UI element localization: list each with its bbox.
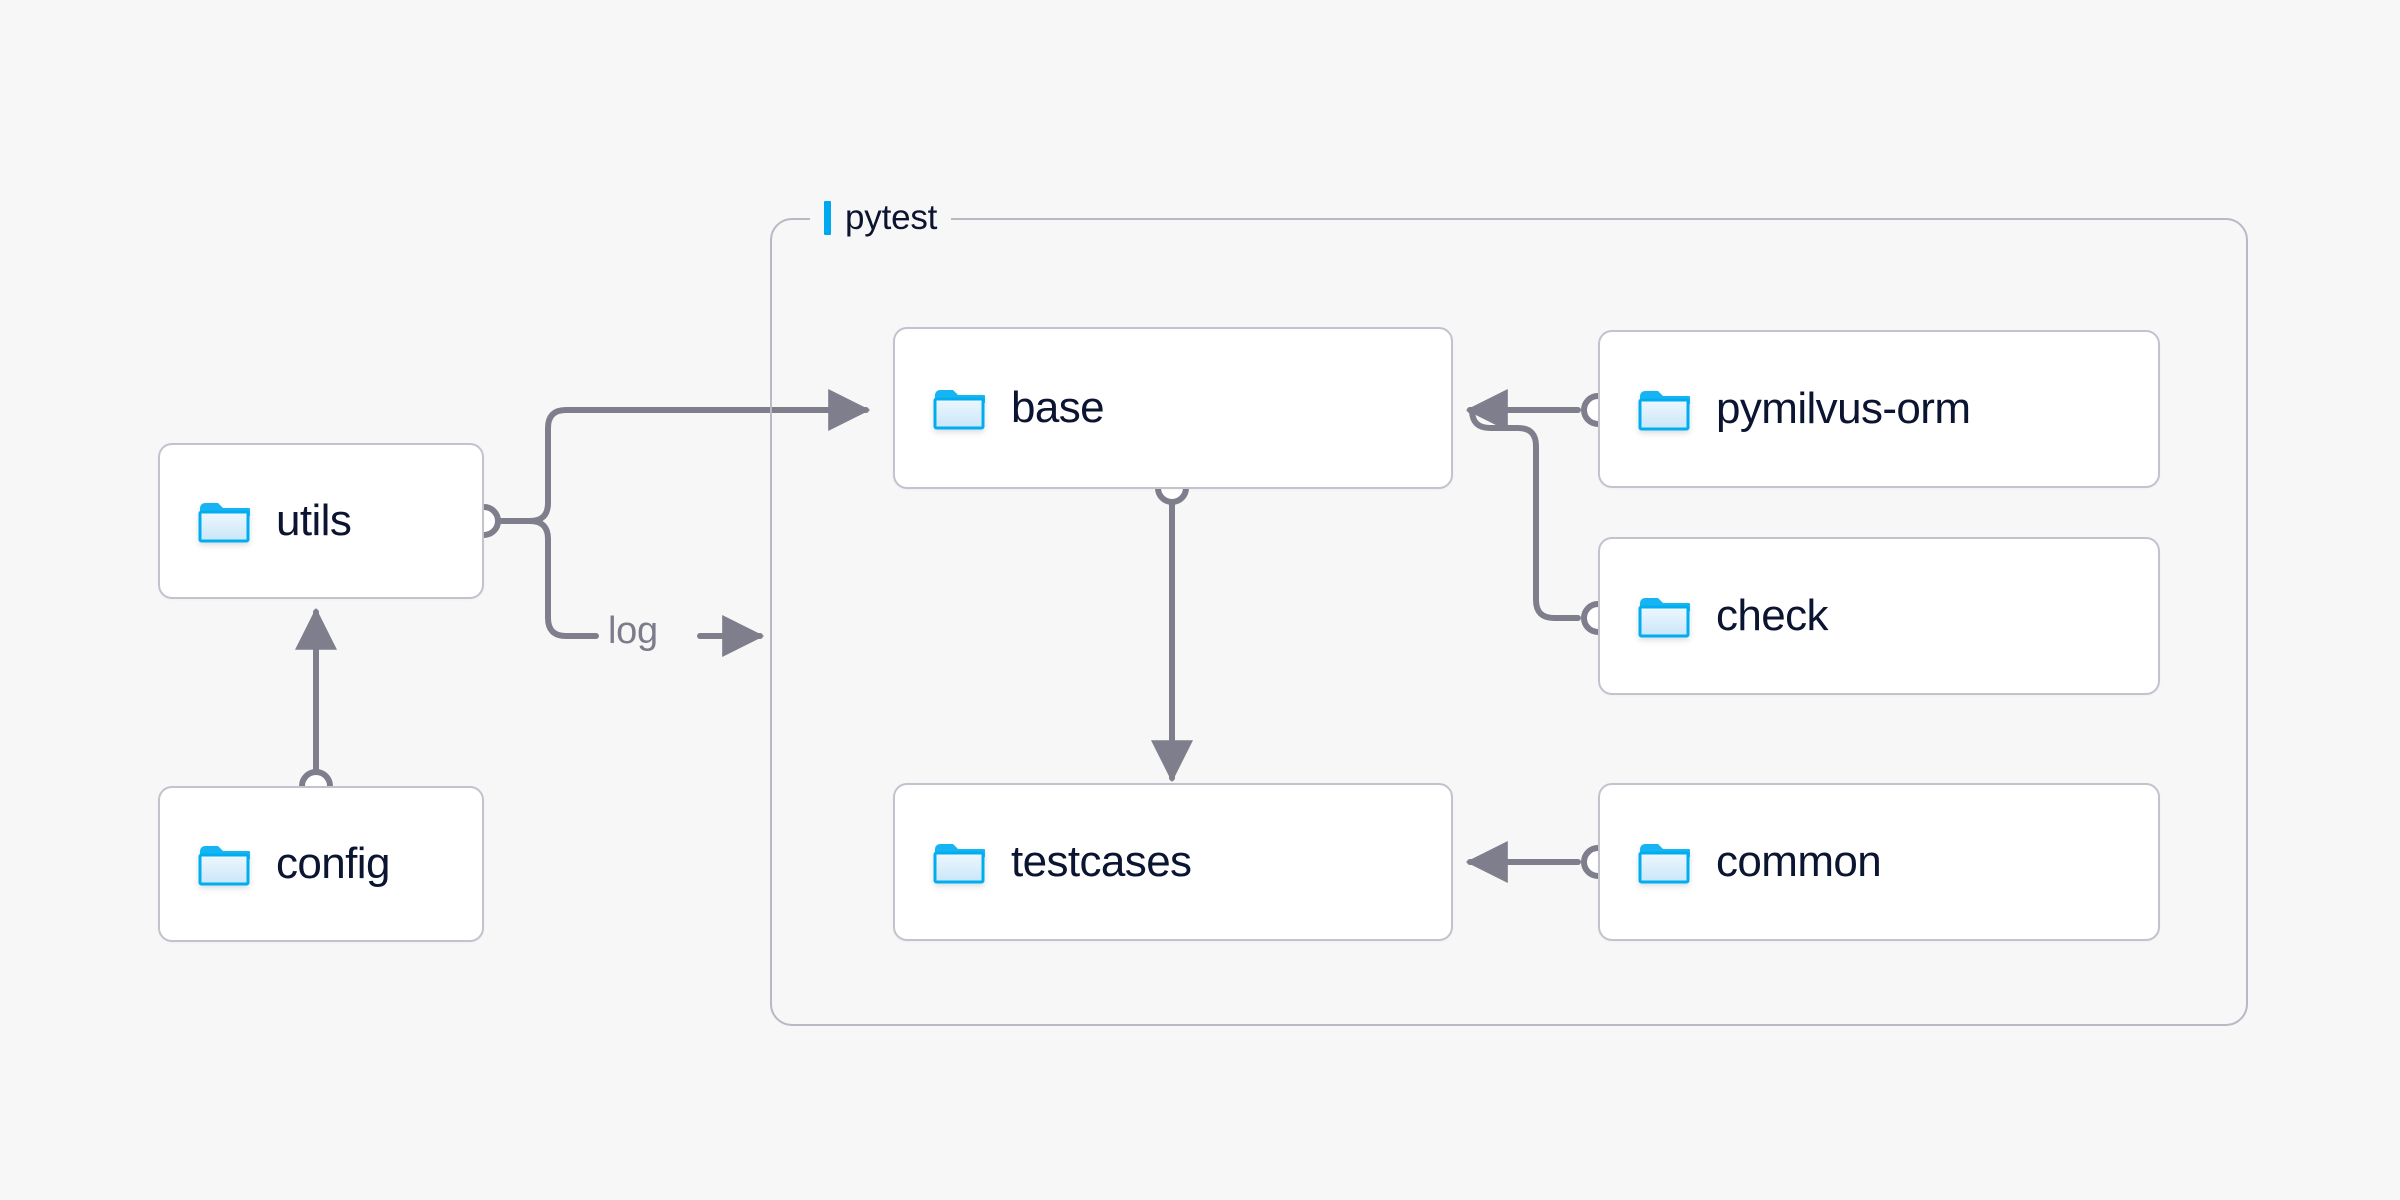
group-pytest-container bbox=[770, 218, 2248, 1026]
folder-icon bbox=[933, 840, 985, 884]
edge-label-log: log bbox=[600, 610, 666, 653]
group-label-text: pytest bbox=[845, 198, 938, 237]
node-label: common bbox=[1716, 837, 1882, 886]
node-label: utils bbox=[276, 496, 352, 545]
node-common[interactable]: common bbox=[1598, 783, 2160, 941]
node-config[interactable]: config bbox=[158, 786, 484, 942]
node-pymilvus-orm[interactable]: pymilvus-orm bbox=[1598, 330, 2160, 488]
folder-icon bbox=[198, 842, 250, 886]
node-label: base bbox=[1011, 383, 1105, 432]
node-label: testcases bbox=[1011, 837, 1192, 886]
edge-utils-to-pytest-log bbox=[497, 518, 599, 639]
folder-icon bbox=[933, 386, 985, 430]
node-label: pymilvus-orm bbox=[1716, 384, 1971, 433]
node-label: check bbox=[1716, 591, 1829, 640]
node-testcases[interactable]: testcases bbox=[893, 783, 1453, 941]
folder-icon bbox=[1638, 387, 1690, 431]
folder-icon bbox=[198, 499, 250, 543]
folder-icon bbox=[1638, 840, 1690, 884]
folder-icon bbox=[1638, 594, 1690, 638]
node-base[interactable]: base bbox=[893, 327, 1453, 489]
node-check[interactable]: check bbox=[1598, 537, 2160, 695]
node-label: config bbox=[276, 839, 390, 888]
group-pytest-label: pytest bbox=[810, 196, 952, 240]
node-utils[interactable]: utils bbox=[158, 443, 484, 599]
group-accent-bar bbox=[824, 201, 831, 235]
